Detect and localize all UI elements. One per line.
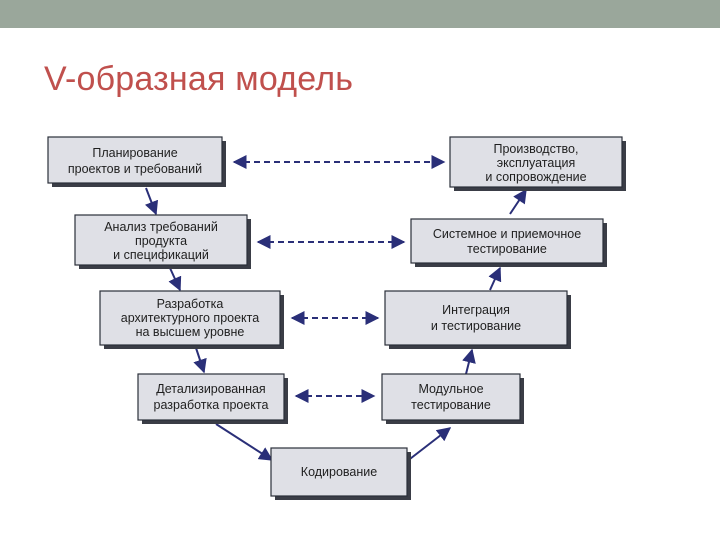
- box-coding: Кодирование: [270, 447, 411, 500]
- box-production-line-3: и сопровождение: [485, 170, 586, 184]
- box-integration: Интеграция и тестирование: [384, 290, 571, 349]
- box-architecture-design: Разработка архитектурного проекта на выс…: [99, 290, 284, 349]
- arrow-integration-to-system: [488, 266, 502, 291]
- box-detailed-design: Детализированная разработка проекта: [137, 373, 288, 424]
- box-planning: Планирование проектов и требований: [47, 136, 226, 187]
- slide-title: V-образная модель: [44, 60, 354, 98]
- box-detailed-line-1: Детализированная: [156, 382, 265, 396]
- box-analysis-line-2: продукта: [135, 234, 187, 248]
- box-production-line-1: Производство,: [494, 142, 579, 156]
- box-system-line-2: тестирование: [467, 242, 547, 256]
- arrow-detailed-to-coding: [215, 423, 274, 461]
- arrow-coding-to-unit-testing: [405, 427, 452, 463]
- box-planning-line-2: проектов и требований: [68, 162, 202, 176]
- box-unit-line-2: тестирование: [411, 398, 491, 412]
- box-analysis-line-3: и спецификаций: [113, 248, 209, 262]
- box-integration-line-2: и тестирование: [431, 319, 521, 333]
- box-production-line-2: эксплуатация: [497, 156, 576, 170]
- box-planning-line-1: Планирование: [92, 146, 177, 160]
- box-architecture-line-2: архитектурного проекта: [121, 311, 259, 325]
- box-production: Производство, эксплуатация и сопровожден…: [449, 136, 626, 191]
- arrow-architecture-to-detailed: [193, 347, 207, 374]
- box-system-line-1: Системное и приемочное: [433, 227, 581, 241]
- arrow-analysis-to-architecture: [168, 267, 182, 292]
- arrow-unit-to-integration: [462, 348, 476, 375]
- box-architecture-line-3: на высшем уровне: [136, 325, 245, 339]
- box-unit-line-1: Модульное: [418, 382, 483, 396]
- box-detailed-line-2: разработка проекта: [154, 398, 269, 412]
- box-system-testing: Системное и приемочное тестирование: [410, 218, 607, 267]
- box-architecture-line-1: Разработка: [157, 297, 224, 311]
- box-requirements-analysis: Анализ требований продукта и спецификаци…: [74, 214, 251, 269]
- box-unit-testing: Модульное тестирование: [381, 373, 524, 424]
- arrow-system-to-production: [509, 188, 527, 215]
- top-bar: [0, 0, 720, 28]
- box-analysis-line-1: Анализ требований: [104, 220, 218, 234]
- arrow-planning-to-analysis: [144, 187, 159, 216]
- box-coding-label: Кодирование: [301, 465, 377, 479]
- box-integration-line-1: Интеграция: [442, 303, 510, 317]
